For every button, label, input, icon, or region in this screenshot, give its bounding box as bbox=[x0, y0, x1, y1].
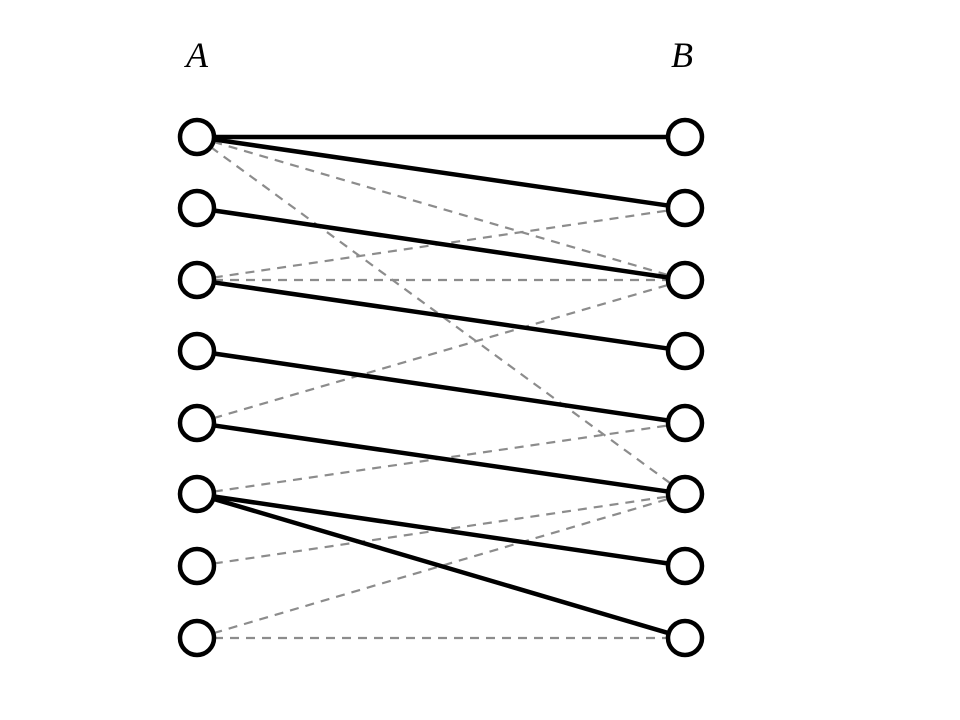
solid-edge-a6-b8 bbox=[212, 496, 670, 636]
node-b4[interactable] bbox=[665, 331, 705, 371]
set-label-a: A bbox=[186, 35, 208, 75]
node-group bbox=[177, 117, 705, 658]
node-a8[interactable] bbox=[177, 618, 217, 658]
solid-edge-group bbox=[212, 134, 670, 636]
solid-edge-a3-b4 bbox=[213, 280, 669, 351]
solid-edge-a2-b3 bbox=[213, 208, 669, 280]
node-b6[interactable] bbox=[665, 474, 705, 514]
node-a1[interactable] bbox=[177, 117, 217, 157]
dashed-edge-a5-b3 bbox=[213, 283, 669, 420]
node-b7[interactable] bbox=[665, 546, 705, 586]
node-a7[interactable] bbox=[177, 546, 217, 586]
dashed-edge-group bbox=[210, 140, 672, 640]
node-a5[interactable] bbox=[177, 403, 217, 443]
node-b8[interactable] bbox=[665, 618, 705, 658]
node-a2[interactable] bbox=[177, 188, 217, 228]
node-a3[interactable] bbox=[177, 260, 217, 300]
node-a6[interactable] bbox=[177, 474, 217, 514]
solid-edge-a6-b7 bbox=[213, 494, 669, 566]
node-b3[interactable] bbox=[665, 260, 705, 300]
node-b1[interactable] bbox=[665, 117, 705, 157]
node-b2[interactable] bbox=[665, 188, 705, 228]
solid-edge-a1-b2 bbox=[213, 137, 669, 208]
solid-edge-a4-b5 bbox=[213, 351, 669, 423]
node-a4[interactable] bbox=[177, 331, 217, 371]
solid-edge-a5-b6 bbox=[213, 423, 669, 494]
dashed-edge-a1-b3 bbox=[213, 140, 669, 277]
set-label-b: B bbox=[671, 35, 693, 75]
node-b5[interactable] bbox=[665, 403, 705, 443]
